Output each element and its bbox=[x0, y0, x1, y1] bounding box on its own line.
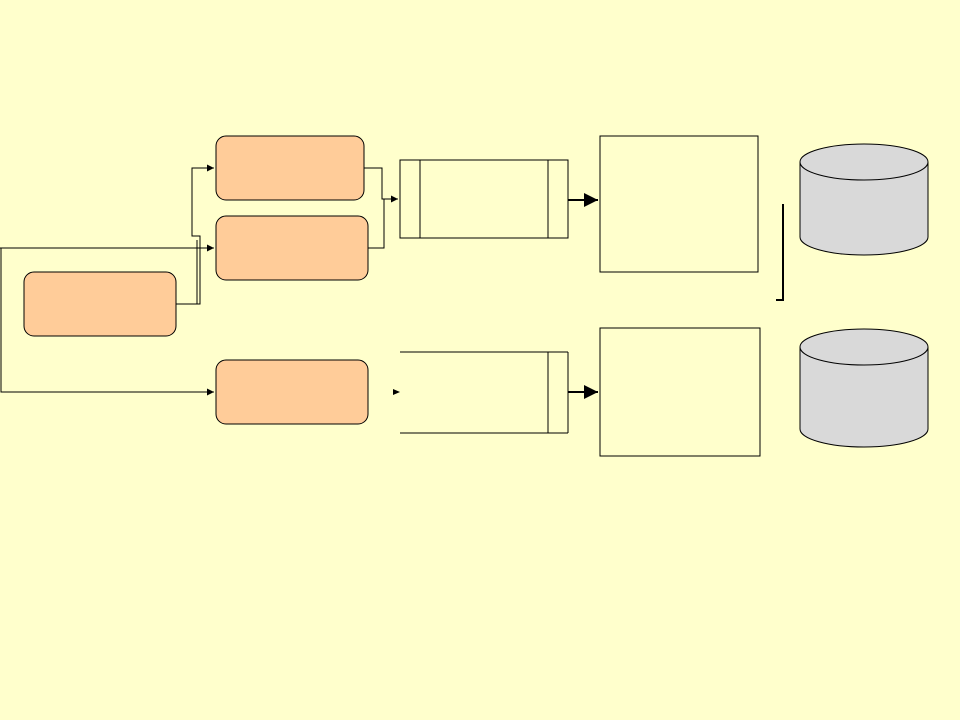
output-box-bottom bbox=[599, 327, 761, 457]
process-top-shape bbox=[215, 135, 365, 201]
process-top bbox=[215, 135, 365, 201]
process-middle bbox=[215, 215, 369, 281]
connector-output-to-database-link bbox=[776, 204, 784, 301]
database-top-lid bbox=[799, 143, 929, 181]
connector-source-to-process-top bbox=[176, 164, 214, 305]
database-top bbox=[799, 143, 929, 256]
arrowhead-into-predefined-bottom bbox=[393, 389, 400, 395]
connectors bbox=[0, 164, 784, 399]
process-bottom-shape bbox=[215, 359, 369, 425]
output-box-top bbox=[599, 135, 759, 273]
output-box-top-shape bbox=[599, 135, 759, 273]
source-process-shape bbox=[23, 271, 177, 337]
database-bottom bbox=[799, 328, 929, 448]
source-process bbox=[23, 271, 177, 337]
database-top-body bbox=[799, 162, 929, 256]
output-box-bottom-shape bbox=[599, 327, 761, 457]
database-bottom-lid bbox=[799, 328, 929, 366]
process-middle-shape bbox=[215, 215, 369, 281]
connector-process-middle-to-predefined bbox=[368, 199, 385, 249]
database-bottom-body bbox=[799, 347, 929, 448]
connector-left-to-process-bottom bbox=[0, 248, 214, 396]
connector-process-top-to-predefined bbox=[364, 167, 398, 203]
process-bottom bbox=[215, 359, 369, 425]
